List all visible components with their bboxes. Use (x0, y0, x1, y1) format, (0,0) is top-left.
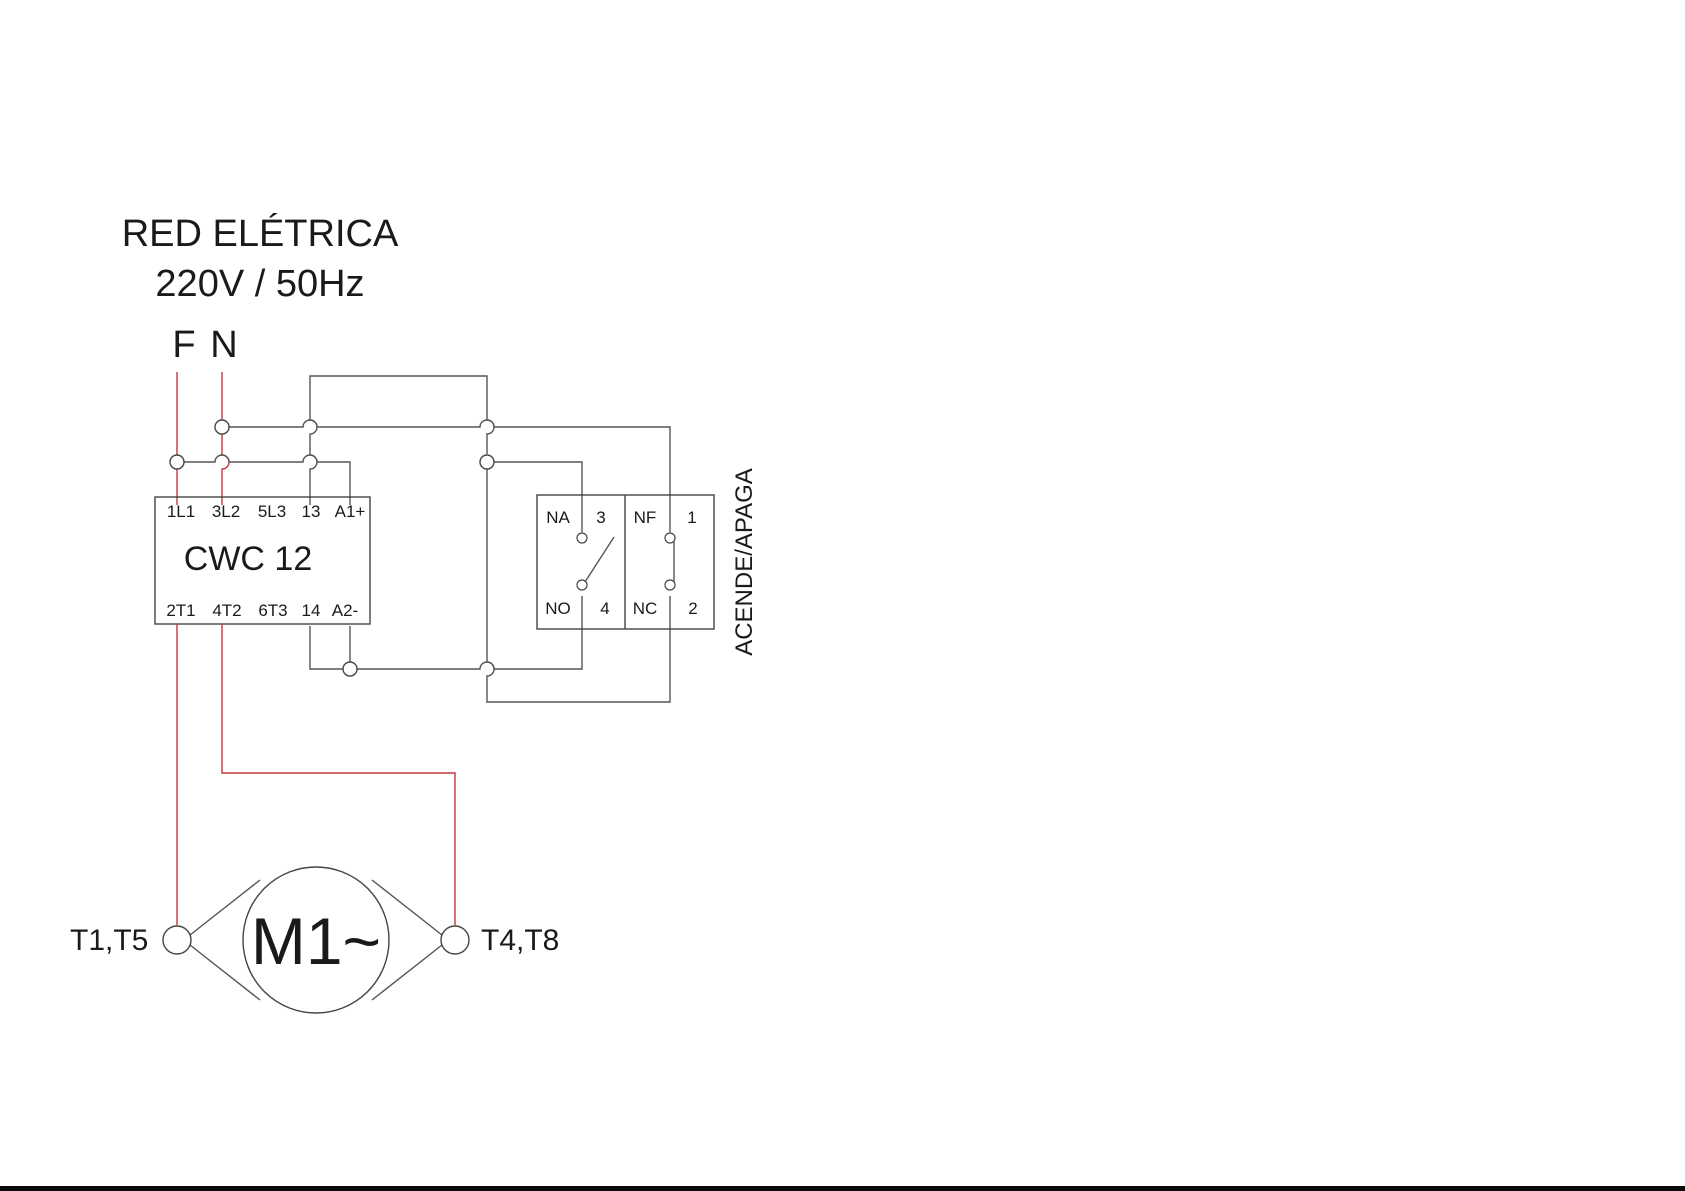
switch-no-label: NO (545, 599, 571, 618)
contact-3 (577, 533, 587, 543)
control-wires (184, 376, 670, 702)
motor-terminal-right (441, 926, 469, 954)
power-source-title: RED ELÉTRICA (122, 212, 399, 255)
switch-1-label: 1 (687, 508, 696, 527)
terminal-a2: A2- (332, 601, 358, 620)
terminal-5l3: 5L3 (258, 502, 286, 521)
motor-terminal-left (163, 926, 191, 954)
switch-3-label: 3 (596, 508, 605, 527)
contactor-model: CWC 12 (184, 540, 312, 578)
bottom-border (0, 1186, 1685, 1191)
junction-phase (170, 455, 184, 469)
supply-wires (177, 372, 229, 505)
switch-4-label: 4 (600, 599, 609, 618)
switch-2-label: 2 (688, 599, 697, 618)
terminal-2t1: 2T1 (166, 601, 195, 620)
switch-labels: NA 3 NF 1 NO 4 NC 2 (545, 508, 697, 618)
contactor-top-terminals: 1L1 3L2 5L3 13 A1+ (167, 502, 366, 521)
motor-right-terminal-label: T4,T8 (481, 924, 559, 957)
junction-neutral (215, 420, 229, 434)
contact-na-blade (585, 537, 614, 582)
wire-13-loop (310, 376, 494, 505)
switch-name-label: ACENDE/APAGA (731, 468, 758, 656)
terminal-3l2: 3L2 (212, 502, 240, 521)
switch-na-label: NA (546, 508, 570, 527)
power-source-voltage: 220V / 50Hz (155, 263, 364, 305)
switch-nf-label: NF (634, 508, 657, 527)
neutral-wire-to-3l2 (222, 434, 229, 505)
terminal-a1: A1+ (335, 502, 366, 521)
phase-label: F (172, 324, 195, 366)
terminal-4t2: 4T2 (212, 601, 241, 620)
terminal-13: 13 (302, 502, 321, 521)
terminal-1l1: 1L1 (167, 502, 195, 521)
motor-label: M1~ (251, 904, 381, 978)
motor-symbol: M1~ (163, 867, 469, 1013)
terminal-14: 14 (302, 601, 321, 620)
junction-switch-feed (480, 455, 494, 469)
contactor-bottom-terminals: 2T1 4T2 6T3 14 A2- (166, 601, 358, 620)
switch-contacts (577, 533, 675, 590)
terminal-6t3: 6T3 (258, 601, 287, 620)
motor-left-terminal-label: T1,T5 (70, 924, 148, 957)
switch-nc-label: NC (633, 599, 658, 618)
junction-a2 (343, 662, 357, 676)
neutral-label: N (210, 324, 237, 366)
